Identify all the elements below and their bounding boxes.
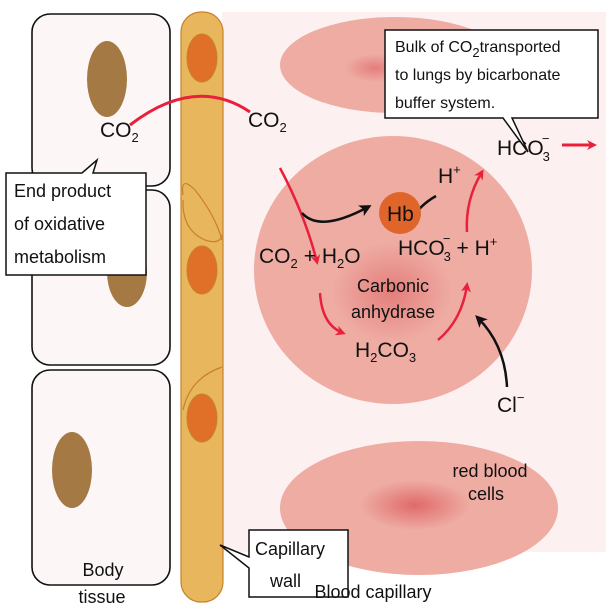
co2-tissue-label: CO2 <box>100 119 139 145</box>
hco3-out-label: HCO3− <box>497 131 550 164</box>
svg-text:buffer system.: buffer system. <box>395 95 495 112</box>
body-tissue-cells <box>31 13 171 586</box>
body-tissue-label-2: tissue <box>78 587 125 607</box>
chloride-label: Cl− <box>497 390 524 417</box>
end-product-callout: End product of oxidative metabolism <box>5 157 147 276</box>
to-h2co3-arrow <box>318 292 346 336</box>
co2-capillary-label: CO2 <box>248 109 287 135</box>
enzyme-label-2: anhydrase <box>351 302 435 322</box>
hb-label: Hb <box>387 203 414 226</box>
tissue-nucleus <box>87 41 127 117</box>
h-plus-label: H+ <box>438 162 461 188</box>
svg-text:to lungs by bicarbonate: to lungs by bicarbonate <box>395 67 561 84</box>
svg-text:Capillary: Capillary <box>255 539 325 559</box>
rbc-label-2: cells <box>468 484 504 504</box>
co2-entry-arrow <box>278 167 321 265</box>
co2-diffusion-arrow <box>129 94 251 127</box>
rbc-label-1: red blood <box>452 461 527 481</box>
hco3-h-label: HCO3−+ H+ <box>398 231 497 264</box>
svg-text:metabolism: metabolism <box>14 247 106 267</box>
capillary-nucleus <box>186 393 218 443</box>
hco3-exit-arrow <box>465 169 484 233</box>
tissue-nucleus <box>52 432 92 508</box>
hb-binding-arrow <box>301 205 372 223</box>
chloride-shift-arrow <box>475 315 509 388</box>
body-tissue-label-1: Body <box>82 560 123 580</box>
bicarbonate-callout: Bulk of CO2transported to lungs by bicar… <box>384 29 599 153</box>
capillary-nucleus <box>186 245 218 295</box>
dissociation-arrow <box>437 282 471 341</box>
co2-h2o-label: CO2+ H2O <box>259 245 361 271</box>
svg-text:End product: End product <box>14 181 111 201</box>
svg-text:wall: wall <box>269 571 301 591</box>
h2co3-label: H2CO3 <box>355 339 416 365</box>
hemoglobin <box>379 192 421 234</box>
svg-text:Bulk of CO2transported: Bulk of CO2transported <box>395 39 561 60</box>
capillary-wall <box>180 11 224 603</box>
capillary-nucleus <box>186 33 218 83</box>
svg-text:of oxidative: of oxidative <box>14 214 105 234</box>
capillary-wall-callout: Capillary wall <box>219 529 349 598</box>
enzyme-label-1: Carbonic <box>357 276 429 296</box>
blood-capillary-label: Blood capillary <box>314 582 431 602</box>
